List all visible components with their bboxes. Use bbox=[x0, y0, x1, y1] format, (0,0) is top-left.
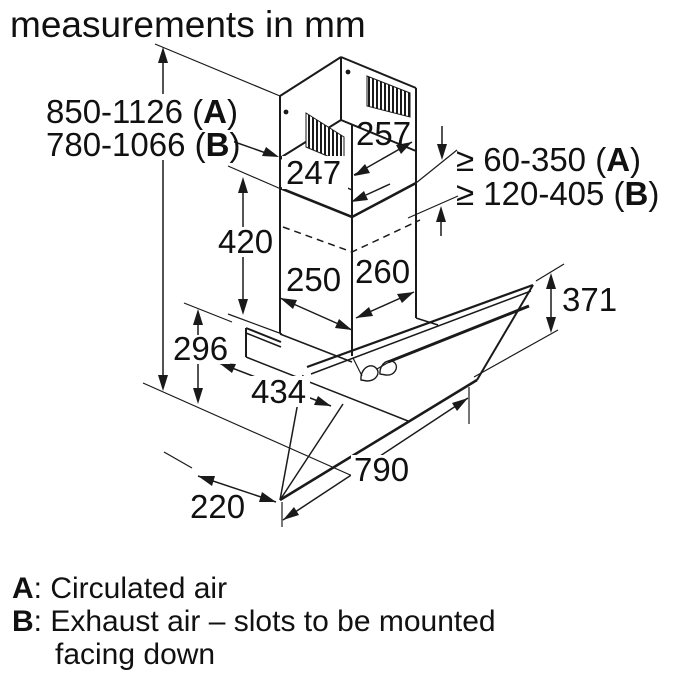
dim-total-height-a-close: ) bbox=[227, 93, 238, 130]
hood-body bbox=[245, 283, 534, 502]
dim-wall-clearance-a-value: ≥ 60-350 ( bbox=[456, 141, 606, 178]
dim-wall-clearance-b-close: ) bbox=[648, 175, 659, 212]
legend-line-b: B: Exhaust air – slots to be mounted bbox=[12, 605, 496, 638]
dim-hood-width: 790 bbox=[354, 451, 409, 488]
screw-hole-left bbox=[283, 109, 289, 115]
dim-canopy-depth: 434 bbox=[251, 373, 306, 410]
dim-total-height-a-letter: A bbox=[203, 93, 227, 130]
diagram-title: measurements in mm bbox=[10, 4, 366, 45]
dim-total-height-a: 850-1126 (A) bbox=[46, 93, 238, 130]
dim-wall-clearance-b-value: ≥ 120-405 ( bbox=[456, 175, 625, 212]
legend-line-a: A: Circulated air bbox=[12, 572, 227, 605]
dim-total-height-b-letter: B bbox=[206, 126, 230, 163]
dim-wall-clearance-a: ≥ 60-350 (A) bbox=[456, 141, 641, 178]
dim-wall-clearance-a-close: ) bbox=[630, 141, 641, 178]
legend-a-letter: A bbox=[12, 572, 34, 605]
dim-wall-clearance-b-letter: B bbox=[625, 175, 649, 212]
dim-lower-duct-width: 260 bbox=[355, 253, 410, 290]
dim-total-height-b-close: ) bbox=[229, 126, 240, 163]
dim-lower-duct-height: 420 bbox=[218, 223, 273, 260]
screw-hole-right bbox=[345, 69, 351, 75]
legend-b-letter: B bbox=[12, 605, 34, 638]
legend-b-text: : Exhaust air – slots to be mounted bbox=[34, 605, 496, 638]
dim-canopy-back-height: 296 bbox=[173, 330, 228, 367]
dim-total-height-a-value: 850-1126 ( bbox=[46, 93, 203, 130]
dim-upper-duct-width: 257 bbox=[356, 115, 411, 152]
dim-lower-duct-depth: 250 bbox=[286, 261, 341, 298]
mounting-clips bbox=[352, 357, 398, 382]
legend: A: Circulated air B: Exhaust air – slots… bbox=[12, 572, 496, 671]
label-halos bbox=[44, 94, 417, 486]
dim-glass-front-height: 371 bbox=[562, 281, 617, 318]
dim-total-height-b-value: 780-1066 ( bbox=[46, 126, 206, 163]
dim-bottom-depth: 220 bbox=[190, 488, 245, 525]
chimney-duct bbox=[279, 56, 421, 363]
dim-wall-clearance-a-letter: A bbox=[606, 141, 630, 178]
dim-total-height-b: 780-1066 (B) bbox=[46, 126, 240, 163]
dim-upper-duct-depth: 247 bbox=[286, 154, 341, 191]
extension-lines bbox=[142, 43, 565, 527]
vent-slots-right bbox=[366, 75, 411, 118]
dimension-arrowheads bbox=[158, 47, 556, 520]
legend-a-text: : Circulated air bbox=[34, 572, 227, 605]
dim-wall-clearance-b: ≥ 120-405 (B) bbox=[456, 175, 659, 212]
legend-line-b-wrap: facing down bbox=[55, 638, 215, 671]
